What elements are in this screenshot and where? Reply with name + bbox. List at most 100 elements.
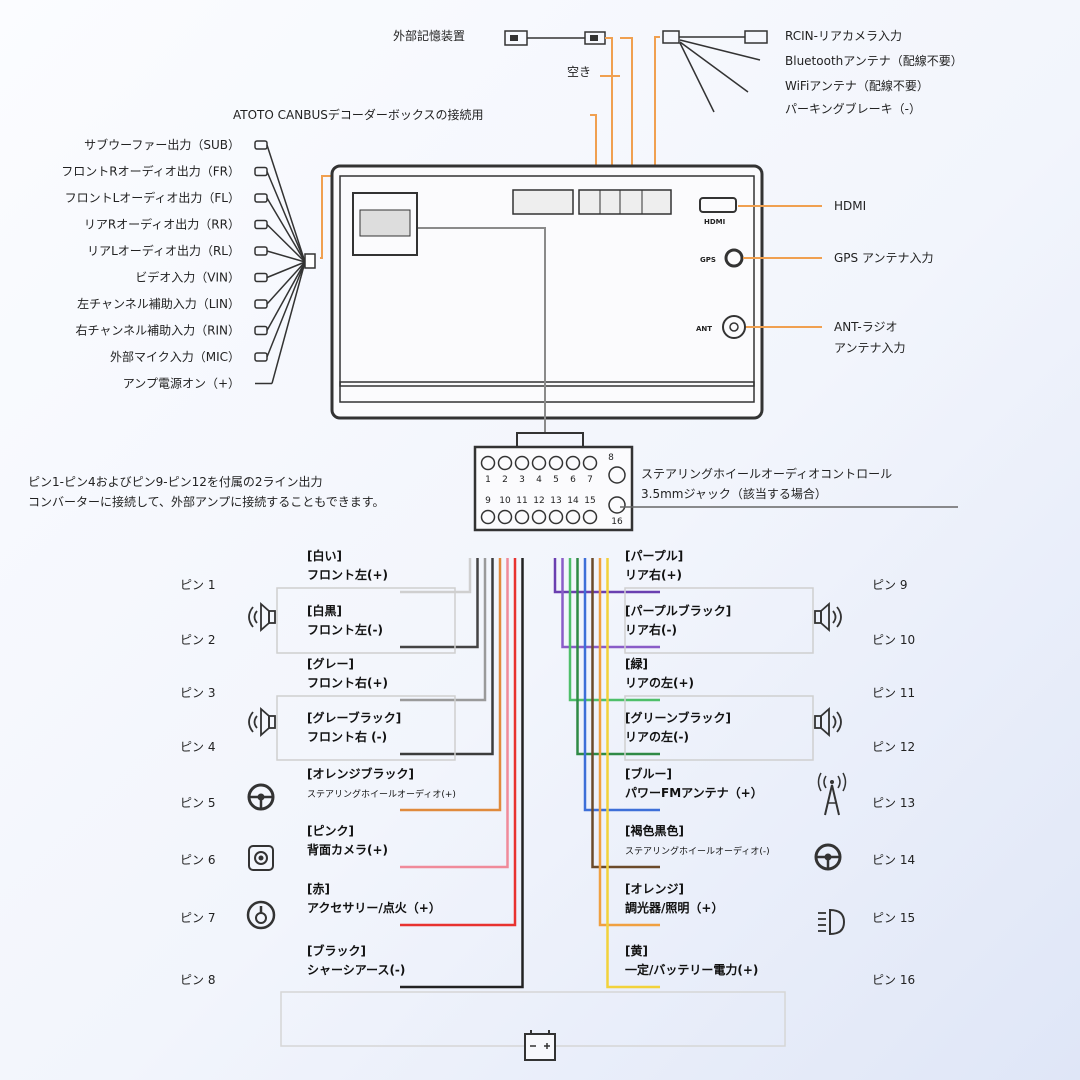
pin-number: 13 <box>550 496 561 506</box>
speaker-icon <box>248 707 276 737</box>
left-output-label: リアRオーディオ出力（RR） <box>84 217 240 232</box>
speaker-pair-box <box>624 587 814 654</box>
left-pin-number: ピン 4 <box>180 740 215 754</box>
pin-number: 10 <box>499 496 511 506</box>
right-pin-wire <box>576 558 660 756</box>
left-pin-number: ピン 1 <box>180 578 215 592</box>
canbus-socket <box>512 189 574 215</box>
output-cable <box>266 261 306 358</box>
left-pin-desc: フロント右 (-) <box>307 729 387 744</box>
right-pin-desc: パワーFMアンテナ（+） <box>625 785 763 800</box>
left-pin-color: [グレーブラック] <box>307 710 401 725</box>
head-unit: HDMI GPS ANT <box>330 164 764 420</box>
rca-plug-icon <box>254 325 268 336</box>
bluetooth-label: Bluetoothアンテナ（配線不要） <box>785 53 963 68</box>
hdmi-label: HDMI <box>834 199 866 213</box>
pin-number: 11 <box>516 496 527 506</box>
rca-plug-icon <box>254 352 268 362</box>
left-pin-wire <box>400 558 502 812</box>
pin-number: 7 <box>587 475 593 485</box>
left-pin-wire <box>400 558 487 702</box>
left-output-label: 外部マイク入力（MIC） <box>110 349 240 364</box>
ant-port-label: ANT <box>696 325 712 333</box>
harness-socket <box>352 192 418 256</box>
parking-brake-label: パーキングブレーキ（-） <box>785 101 921 116</box>
pin-number: 3 <box>519 475 525 485</box>
rca-plug-icon <box>254 166 268 177</box>
right-pin-number: ピン 12 <box>872 740 915 754</box>
left-output-label: 右チャンネル補助入力（RIN） <box>76 323 241 338</box>
rca-plug-icon <box>254 299 268 309</box>
left-pin-number: ピン 8 <box>180 973 215 987</box>
right-pin-desc: 調光器/照明（+） <box>625 900 723 915</box>
right-pin-wire <box>561 558 660 649</box>
left-pin-wire <box>400 558 494 756</box>
output-cable <box>266 223 306 263</box>
rca-plug-icon <box>254 193 268 203</box>
pin-socket <box>497 455 513 471</box>
right-pin-wire <box>583 558 660 812</box>
left-pin-color: [白い] <box>307 548 342 563</box>
left-pin-desc: アクセサリー/点火（+） <box>307 900 441 915</box>
pin-number: 2 <box>502 475 508 485</box>
output-cable <box>266 144 306 263</box>
rca-plug-icon <box>254 140 268 150</box>
right-pin-number: ピン 9 <box>872 578 907 592</box>
aux-sockets <box>578 189 672 215</box>
pin-socket <box>480 455 496 471</box>
right-pin-color: [グリーンブラック] <box>625 710 731 725</box>
right-pin-desc: リア右(-) <box>625 622 677 637</box>
left-pin-wire <box>400 558 517 927</box>
hdmi-port-label: HDMI <box>704 218 725 226</box>
pin-socket <box>514 455 530 471</box>
ant-port-icon <box>722 315 746 339</box>
hdmi-port-icon <box>699 197 737 213</box>
right-pin-color: [ブルー] <box>625 766 672 781</box>
right-pin-number: ピン 10 <box>872 633 915 647</box>
speaker-icon <box>814 602 842 632</box>
left-pin-number: ピン 7 <box>180 911 215 925</box>
right-pin-color: [パープル] <box>625 548 683 563</box>
speaker-pair-box <box>276 587 456 654</box>
left-pin-wire <box>400 558 524 989</box>
camera-icon <box>248 845 274 871</box>
left-output-label: サブウーファー出力（SUB） <box>84 137 240 152</box>
output-cable <box>266 197 306 263</box>
antenna-icon <box>817 772 847 816</box>
gps-label: GPS アンテナ入力 <box>834 251 934 265</box>
empty-port-label: 空き <box>567 65 591 79</box>
left-pin-number: ピン 5 <box>180 796 215 810</box>
steering-jack-line1: ステアリングホイールオーディオコントロール <box>641 466 892 481</box>
speaker-pair-box <box>276 695 456 761</box>
steering-wheel-icon <box>814 843 842 871</box>
amp-note-line2: コンバーターに接続して、外部アンプに接続することもできます。 <box>28 494 385 509</box>
right-pin-number: ピン 15 <box>872 911 915 925</box>
rca-plug-icon <box>254 272 268 283</box>
right-pin-number: ピン 16 <box>872 973 915 987</box>
pin-labels: ピン 1[白い]フロント左(+)ピン 2[白黒]フロント左(-)ピン 3[グレー… <box>180 548 915 987</box>
harness-route-line <box>418 227 546 432</box>
left-pin-desc: フロント左(+) <box>307 567 388 582</box>
pin-number: 8 <box>608 453 614 463</box>
amp-note-line1: ピン1-ピン4およびピン9-ピン12を付属の2ライン出力 <box>28 475 322 489</box>
pin-socket <box>565 455 581 471</box>
pin-number: 12 <box>533 496 544 506</box>
left-pin-desc: ステアリングホイールオーディオ(+) <box>307 788 456 800</box>
left-pin-number: ピン 3 <box>180 686 215 700</box>
left-pin-desc: 背面カメラ(+) <box>307 842 388 857</box>
right-pin-color: [黄] <box>625 943 648 958</box>
left-output-label: ビデオ入力（VIN） <box>135 270 240 285</box>
right-pin-wire <box>591 558 660 869</box>
left-output-label: アンプ電源オン（+） <box>123 377 240 391</box>
pin-number: 1 <box>485 475 491 485</box>
pin-socket-large <box>608 496 626 514</box>
speaker-pair-box <box>624 695 814 761</box>
gps-port-label: GPS <box>700 256 716 264</box>
right-pin-wire <box>568 558 660 702</box>
right-pin-color: [褐色黒色] <box>625 823 684 838</box>
output-cable <box>266 261 306 331</box>
left-pin-color: [赤] <box>307 881 330 896</box>
pin-number: 15 <box>584 496 595 506</box>
output-cable <box>271 261 306 384</box>
